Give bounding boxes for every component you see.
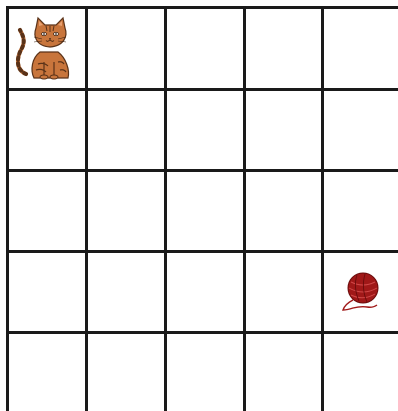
yarn-ball-icon: [337, 268, 385, 316]
cell-r0-c0[interactable]: [6, 6, 85, 88]
cell-r0-c2[interactable]: [164, 6, 243, 88]
cell-r2-c3[interactable]: [243, 169, 321, 250]
cell-r0-c4[interactable]: [321, 6, 398, 88]
cat-icon: [12, 14, 82, 84]
cell-r1-c1[interactable]: [85, 88, 164, 169]
cell-r2-c1[interactable]: [85, 169, 164, 250]
cell-r3-c4[interactable]: [321, 250, 398, 331]
cell-r2-c0[interactable]: [6, 169, 85, 250]
game-board: [6, 6, 398, 411]
cell-r0-c3[interactable]: [243, 6, 321, 88]
cell-r2-c2[interactable]: [164, 169, 243, 250]
cell-r4-c4[interactable]: [321, 331, 398, 411]
cell-r1-c4[interactable]: [321, 88, 398, 169]
cell-r4-c3[interactable]: [243, 331, 321, 411]
cell-r4-c2[interactable]: [164, 331, 243, 411]
cell-r3-c1[interactable]: [85, 250, 164, 331]
cell-r1-c0[interactable]: [6, 88, 85, 169]
cell-r1-c3[interactable]: [243, 88, 321, 169]
cell-r4-c0[interactable]: [6, 331, 85, 411]
cell-r3-c2[interactable]: [164, 250, 243, 331]
cell-r4-c1[interactable]: [85, 331, 164, 411]
cell-r0-c1[interactable]: [85, 6, 164, 88]
cell-r1-c2[interactable]: [164, 88, 243, 169]
cell-r2-c4[interactable]: [321, 169, 398, 250]
cell-r3-c3[interactable]: [243, 250, 321, 331]
cell-r3-c0[interactable]: [6, 250, 85, 331]
